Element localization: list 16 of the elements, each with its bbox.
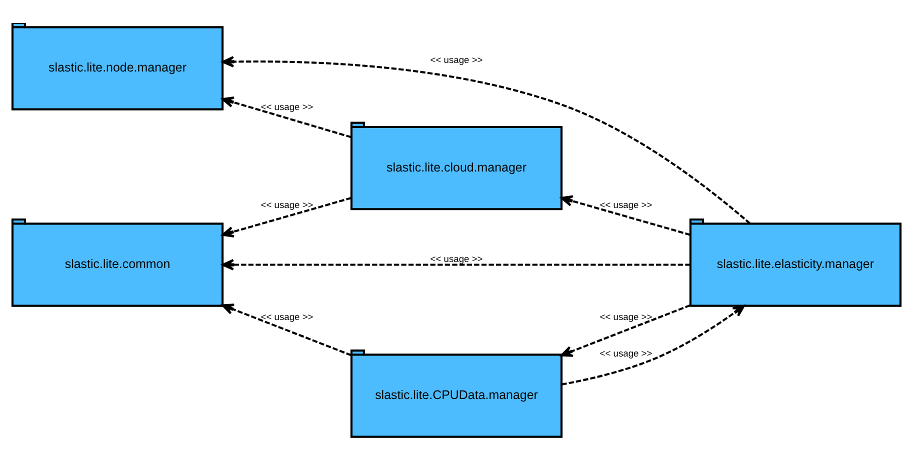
edge-label: << usage >> [430, 254, 483, 264]
arrow [222, 304, 352, 356]
edge-label: << usage >> [430, 55, 483, 66]
arrow [222, 259, 690, 270]
edge-label: << usage >> [600, 200, 652, 210]
edge-label: << usage >> [600, 312, 652, 322]
edge-label: << usage >> [260, 200, 314, 210]
arrow [560, 195, 690, 236]
arrow [222, 96, 352, 138]
edge-label: << usage >> [260, 102, 314, 112]
edge-label: << usage >> [260, 312, 314, 322]
edge-label: << usage >> [600, 348, 652, 358]
arrow [560, 304, 691, 357]
arrow [222, 56, 751, 224]
arrow [222, 197, 352, 238]
arrow [562, 304, 745, 386]
